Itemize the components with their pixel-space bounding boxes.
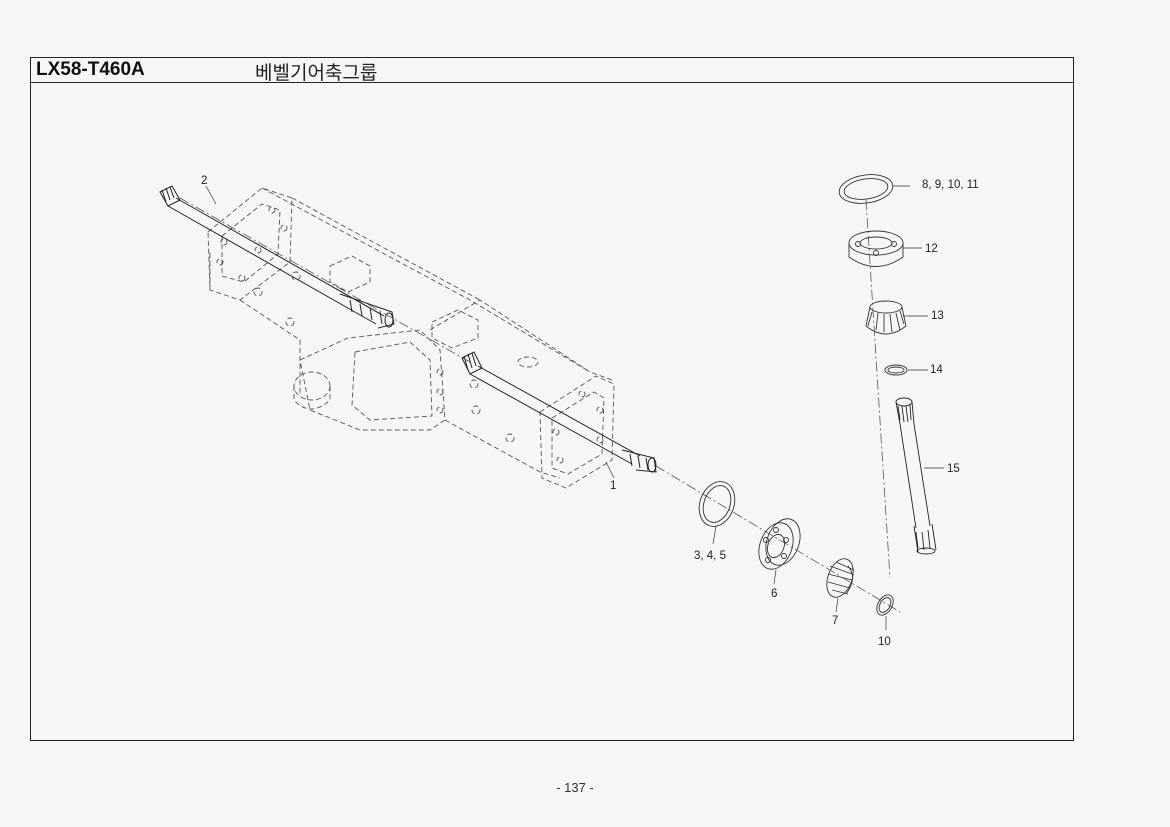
shim-ring-8-9-10-11 [838,174,894,204]
snap-ring-10 [876,594,894,616]
shim-ring-3-4-5 [698,481,736,527]
pinion-gear-13 [865,300,907,335]
axle-housing-outline [207,187,615,489]
page-frame [30,57,1074,741]
header-divider [30,82,1074,83]
callout-8-9-10-11: 8, 9, 10, 11 [922,179,979,191]
pinion-shaft-15 [895,397,937,555]
callout-1: 1 [610,480,616,492]
callout-3-4-5: 3, 4, 5 [694,550,726,562]
snap-ring-14 [884,364,908,376]
callout-13: 13 [931,310,944,322]
section-title: 베벨기어축그룹 [255,62,378,84]
ball-bearing-12 [848,230,904,267]
model-code: LX58-T460A [36,59,145,80]
callout-14: 14 [930,364,943,376]
page-number: - 137 - [556,780,594,795]
axle-shaft-1 [461,351,657,473]
assembly-centerlines [179,197,901,613]
callout-7: 7 [832,615,838,627]
callout-12: 12 [925,243,938,255]
ball-bearing-6 [758,518,801,570]
callout-6: 6 [771,588,777,600]
callout-15: 15 [947,463,960,475]
callout-10: 10 [878,636,891,648]
leader-lines [205,185,944,630]
bevel-gear-7 [826,558,855,598]
axle-shaft-2 [159,185,395,329]
callout-2: 2 [201,175,207,187]
